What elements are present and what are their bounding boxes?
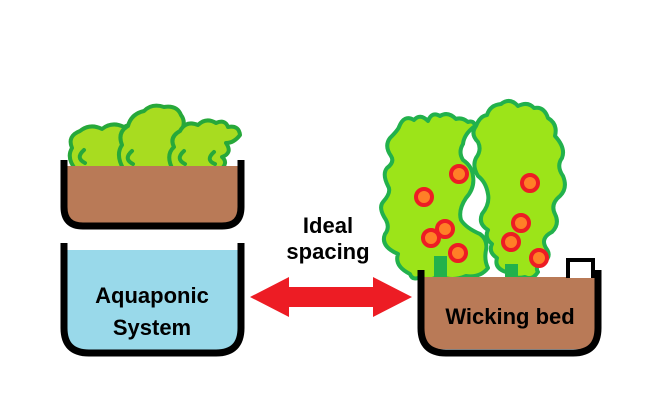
tomato-fruit (520, 173, 540, 193)
plant-stem (505, 264, 518, 280)
tomato-bush-right (471, 99, 567, 281)
wicking-bed-fill (424, 277, 595, 349)
aquaponic-label-line1: Aquaponic (95, 283, 209, 308)
overflow-pipe (566, 258, 595, 278)
tomato-fruit (448, 243, 468, 263)
tomato-plants (379, 99, 567, 282)
aquaponic-tank-outline (60, 243, 245, 357)
aquaponic-system-label: Aquaponic System (95, 280, 209, 344)
lettuce-curl (77, 148, 87, 165)
grow-bed-fill (67, 166, 238, 223)
tomato-fruit (529, 248, 549, 268)
spacing-arrow (250, 277, 412, 317)
tomato-fruit (435, 219, 455, 239)
lettuce-curl (177, 149, 187, 166)
grow-bed-outline (60, 160, 245, 230)
aquaponic-tank-fill (67, 250, 238, 350)
tomato-fruit (421, 228, 441, 248)
wicking-bed-label: Wicking bed (445, 305, 574, 329)
lettuce-leaf (167, 118, 242, 172)
tomato-bush-left (379, 112, 490, 282)
lettuce-plants (67, 103, 242, 172)
wicking-bed-outline (417, 270, 602, 357)
aquaponic-label-line2: System (112, 315, 192, 340)
spacing-label-line1: Ideal (302, 213, 354, 238)
spacing-label-line2: spacing (286, 239, 370, 264)
tomato-fruit (449, 164, 469, 184)
wicking-label-text: Wicking bed (445, 304, 575, 329)
plant-stem (434, 256, 447, 280)
lettuce-curl (125, 149, 135, 166)
tomato-fruits (414, 164, 549, 268)
tomato-fruit (501, 232, 521, 252)
tomato-fruit (511, 213, 531, 233)
tomato-fruit (414, 187, 434, 207)
lettuce-curl (207, 150, 217, 166)
ideal-spacing-label: Ideal spacing (286, 213, 369, 265)
